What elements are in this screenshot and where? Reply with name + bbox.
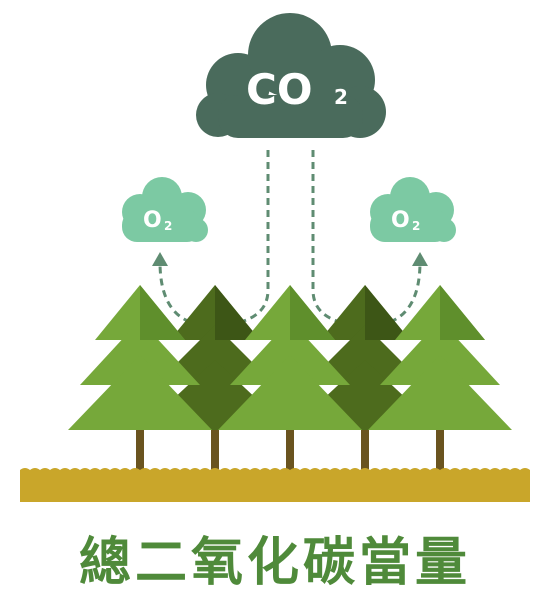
co2-cloud xyxy=(196,13,386,138)
co2-label: CO xyxy=(246,65,313,114)
o2-cloud-left xyxy=(122,177,208,242)
light-tree-3 xyxy=(368,285,512,430)
ground-edge xyxy=(20,468,530,476)
co2-flow-arrows xyxy=(158,150,422,327)
tree-trunks xyxy=(136,428,444,472)
o2-subscript-left: 2 xyxy=(164,219,172,233)
o2-arrowhead-left xyxy=(152,252,168,266)
light-tree-1 xyxy=(68,285,212,430)
o2-cloud-right xyxy=(370,177,456,242)
co2-subscript: 2 xyxy=(334,85,348,109)
o2-label-left: O xyxy=(143,208,162,233)
o2-up-arrow-left xyxy=(158,261,191,324)
o2-label-right: O xyxy=(391,208,410,233)
light-tree-2 xyxy=(218,285,362,430)
caption-title: 總二氧化碳當量 xyxy=(78,533,471,593)
o2-subscript-right: 2 xyxy=(412,219,420,233)
o2-arrowhead-right xyxy=(412,252,428,266)
o2-up-arrow-right xyxy=(389,261,422,324)
